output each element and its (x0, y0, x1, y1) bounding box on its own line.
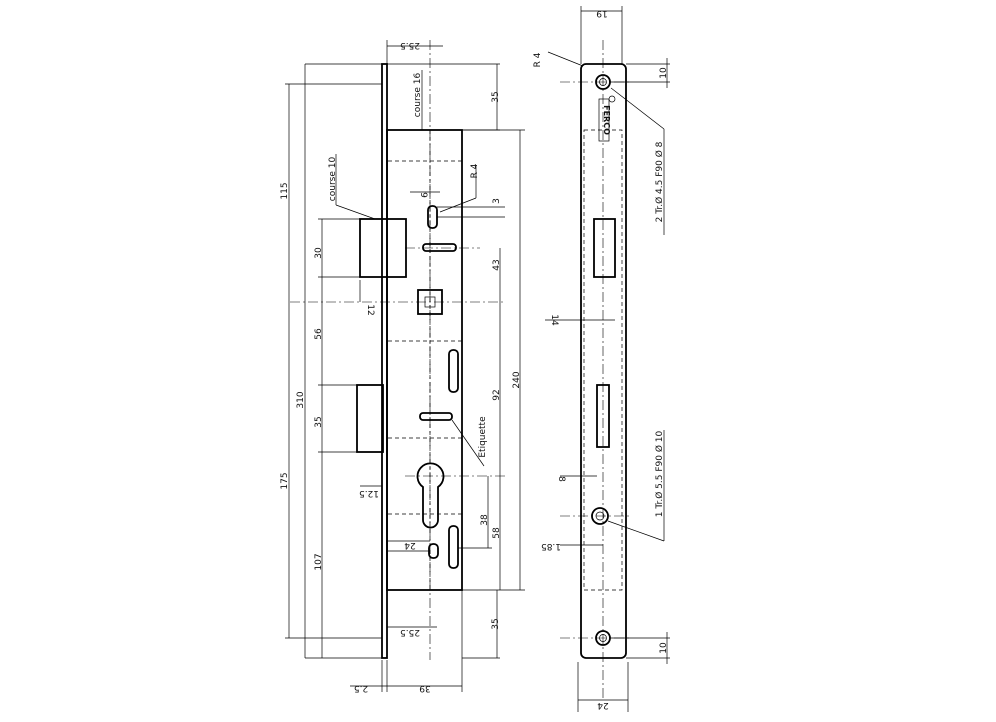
latch-opening (593, 218, 616, 278)
bolt-opening (596, 384, 610, 448)
dim-25-5-bottom: 25.5 (400, 627, 420, 637)
label-r4-right: R 4 (533, 52, 543, 67)
faceplate-outline (580, 63, 627, 659)
dim-24-right: 24 (597, 700, 609, 710)
lock-case (386, 129, 463, 591)
dim-35-left: 35 (314, 416, 324, 427)
dim-115: 115 (280, 182, 290, 199)
dim-38: 38 (480, 514, 490, 526)
callout-hole-top: 2 Tr.Ø 4.5 F90 Ø 8 (654, 141, 665, 222)
dim-19: 19 (596, 8, 608, 18)
dim-3: 3 (492, 198, 502, 204)
right-view-labels: 19 R 4 10 2 Tr.Ø 4.5 F90 Ø 8 14 8 1 Tr.Ø… (533, 8, 669, 710)
dim-24-left: 24 (404, 540, 416, 550)
case-hidden-outline (583, 129, 623, 591)
ferco-logo: FERCO (598, 95, 616, 142)
dim-58: 58 (492, 527, 502, 539)
dim-35-top: 35 (491, 91, 501, 102)
dim-12-5: 12.5 (359, 488, 379, 498)
dim-43: 43 (492, 259, 502, 270)
dim-240: 240 (512, 371, 522, 388)
dim-107: 107 (314, 553, 324, 570)
faceplate-front-view: FERCO (545, 6, 670, 712)
dim-92: 92 (492, 389, 502, 400)
slot-horizontal (422, 243, 457, 252)
slot-mid-vertical (448, 349, 459, 393)
slot-bottom-vertical (448, 525, 459, 569)
dim-10-top: 10 (659, 67, 669, 79)
cylinder-cutout (416, 462, 445, 529)
dim-2-5: 2.5 (354, 683, 368, 693)
dim-56: 56 (314, 328, 324, 340)
left-view-labels: 25.5 course 16 35 course 10 R 4 9 3 115 … (280, 40, 522, 693)
screw-hole-mid (591, 507, 609, 525)
dim-9: 9 (418, 192, 428, 198)
dim-25-5-top: 25.5 (400, 40, 420, 50)
dim-30: 30 (314, 247, 324, 259)
dim-35-bottom: 35 (491, 618, 501, 629)
slot-top (427, 205, 438, 229)
logo-text: FERCO (602, 105, 611, 135)
slot-mid-horizontal (419, 412, 453, 421)
dim-8: 8 (556, 476, 566, 482)
dim-12: 12 (365, 304, 375, 315)
dim-1-85: 1.85 (541, 541, 561, 551)
dim-10-bottom: 10 (659, 642, 669, 654)
label-etiquette: Etiquette (478, 416, 488, 458)
dim-310: 310 (296, 391, 306, 408)
dim-175: 175 (280, 472, 290, 489)
label-course-10: course 10 (328, 157, 338, 202)
lock-side-view (285, 40, 525, 692)
dim-39: 39 (419, 683, 431, 693)
label-r4-left: R 4 (470, 163, 480, 178)
dim-14: 14 (549, 314, 559, 326)
label-course-16: course 16 (413, 73, 423, 118)
callout-hole-mid: 1 Tr.Ø 5.5 F90 Ø 10 (654, 430, 665, 517)
dead-bolt (356, 384, 384, 453)
